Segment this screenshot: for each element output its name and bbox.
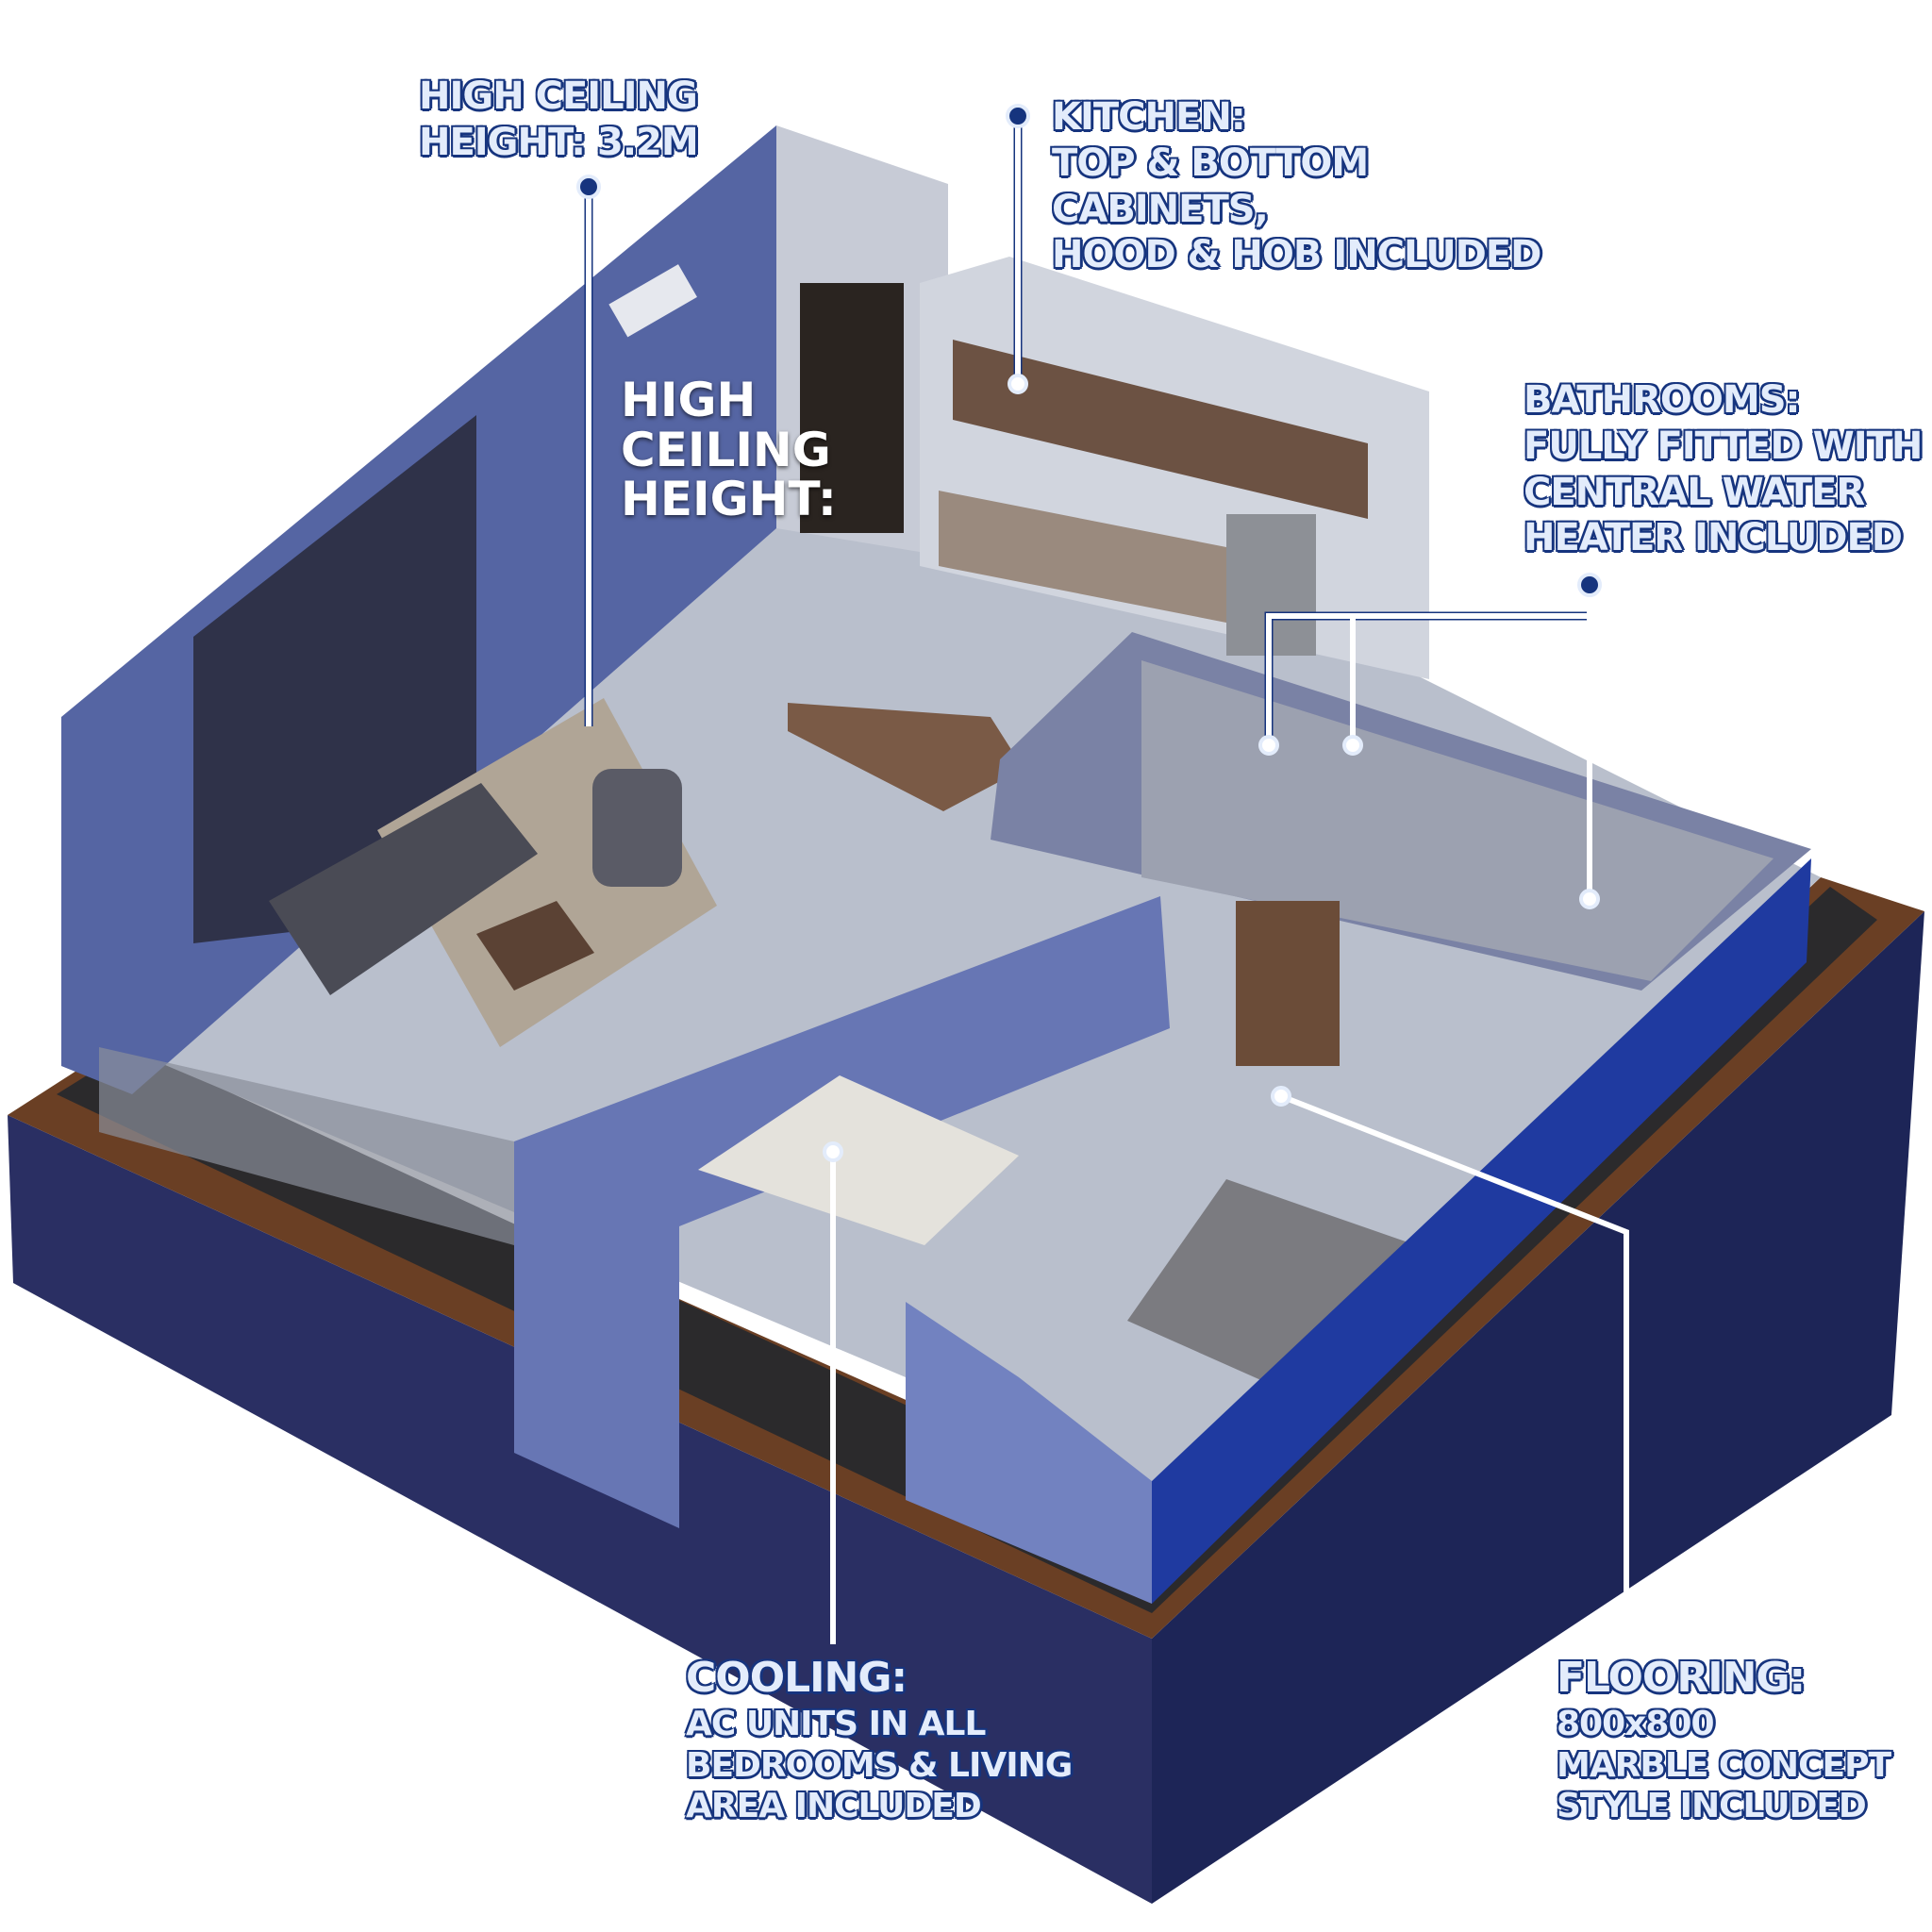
callout-lines [584,116,1629,1644]
callout-line: BEDROOMS & LIVING [686,1745,1073,1785]
callout-flooring: FLOORING: 800x800 MARBLE CONCEPT STYLE I… [1557,1653,1891,1827]
callout-heading: FLOORING: [1557,1654,1806,1702]
callout-line: HIGH CEILING [419,75,698,118]
armchair [592,769,682,887]
callout-kitchen: KITCHEN: TOP & BOTTOM CABINETS, HOOD & H… [1052,94,1541,278]
bed-1 [698,1075,1019,1245]
coffee-table [476,901,594,991]
kitchen-upper-cabinets [953,340,1368,519]
ac-unit-living-upper [608,264,697,338]
callout-line: MARBLE CONCEPT [1557,1745,1891,1785]
callout-line: FULLY FITTED WITH [1524,424,1923,468]
door [800,283,904,533]
kitchen-counter [939,491,1226,623]
bathroom-door [1236,901,1340,1066]
callout-line: HEATER INCLUDED [1524,516,1903,560]
callout-heading: BATHROOMS: [1524,378,1801,422]
callout-line: HOOD & HOB INCLUDED [1052,233,1541,277]
bathroom-target-dot-3 [1579,889,1600,909]
wall-text: HIGH CEILING HEIGHT: [621,375,837,525]
callout-line: TOP & BOTTOM [1052,141,1369,185]
bedroom-1-wall [514,896,1170,1528]
callout-heading: KITCHEN: [1052,95,1246,139]
callout-line: HEIGHT: 3.2M [419,120,699,164]
sofa [269,783,538,995]
bathroom-target-dot [1258,735,1279,756]
bathroom-target-dot-2 [1342,735,1363,756]
wall-panels [193,415,476,943]
flooring-leader [1279,1093,1629,1632]
callout-line: AC UNITS IN ALL [686,1704,986,1743]
callout-line: STYLE INCLUDED [1557,1787,1867,1826]
callout-line: CENTRAL WATER [1524,470,1865,514]
base-left-side [8,1115,1152,1904]
kitchen-dot [1006,104,1030,128]
balcony-railing [99,1047,514,1245]
wall-text-line: CEILING [621,422,831,477]
wall-text-line: HEIGHT: [621,472,837,526]
callout-bathrooms: BATHROOMS: FULLY FITTED WITH CENTRAL WAT… [1524,377,1923,561]
base-right-side [1152,911,1924,1904]
callout-cooling: COOLING: AC UNITS IN ALL BEDROOMS & LIVI… [686,1653,1073,1827]
right-wall [1152,858,1811,1604]
flooring-target-dot [1271,1086,1291,1107]
wall-text-line: HIGH [621,373,757,427]
callout-ceiling: HIGH CEILING HEIGHT: 3.2M [419,74,699,166]
bathroom-dot [1577,573,1602,597]
callout-line: CABINETS, [1052,187,1269,231]
callout-dots [576,104,1602,1162]
callout-line: 800x800 [1557,1704,1715,1743]
ceiling-dot [576,175,601,199]
cooling-target-dot [823,1141,843,1162]
kitchen-target-dot [1008,374,1028,394]
callout-heading: COOLING: [686,1654,908,1702]
bedroom-2-front-wall [906,1302,1152,1604]
callout-line: AREA INCLUDED [686,1787,982,1826]
dining-table [788,703,1024,811]
